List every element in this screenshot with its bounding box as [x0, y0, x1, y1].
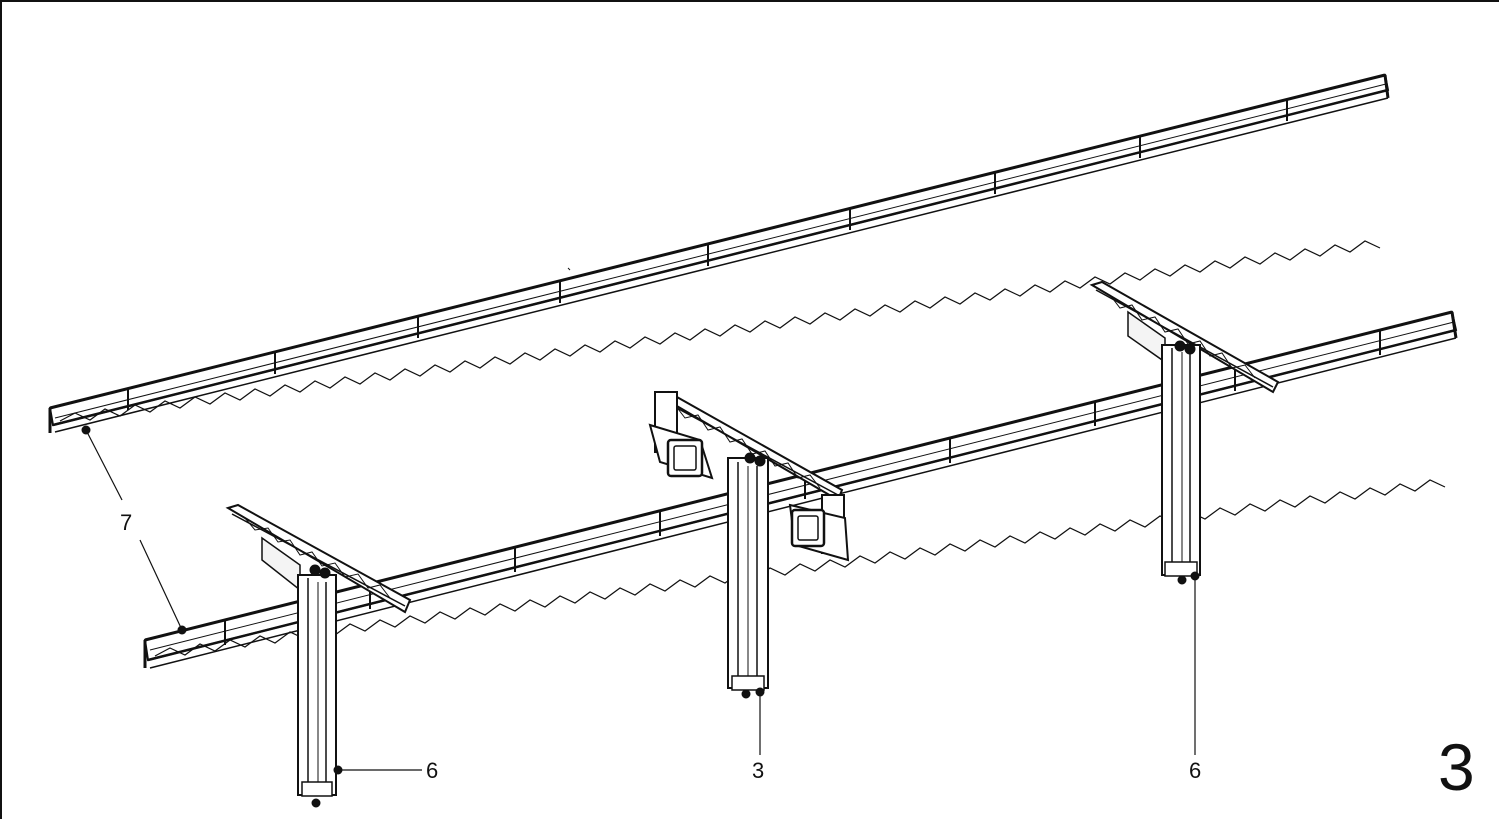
- stray-mark: [567, 267, 571, 271]
- lower-truss-beam: [143, 310, 1458, 669]
- center-lamp-column: [648, 390, 850, 699]
- callout-7: 7: [81, 425, 187, 635]
- callout-3: 3: [752, 694, 764, 783]
- callout-label-3: 3: [752, 758, 764, 783]
- callout-label-6-right: 6: [1189, 758, 1201, 783]
- callout-6-left: 6: [333, 758, 438, 783]
- upper-truss-beam: [48, 73, 1390, 433]
- callout-6-right: 6: [1189, 578, 1201, 783]
- callout-label-6-left: 6: [426, 758, 438, 783]
- right-support-column: [1089, 280, 1280, 585]
- left-support-column: [225, 503, 412, 808]
- page-number: 3: [1438, 730, 1475, 804]
- callout-label-7: 7: [120, 510, 132, 535]
